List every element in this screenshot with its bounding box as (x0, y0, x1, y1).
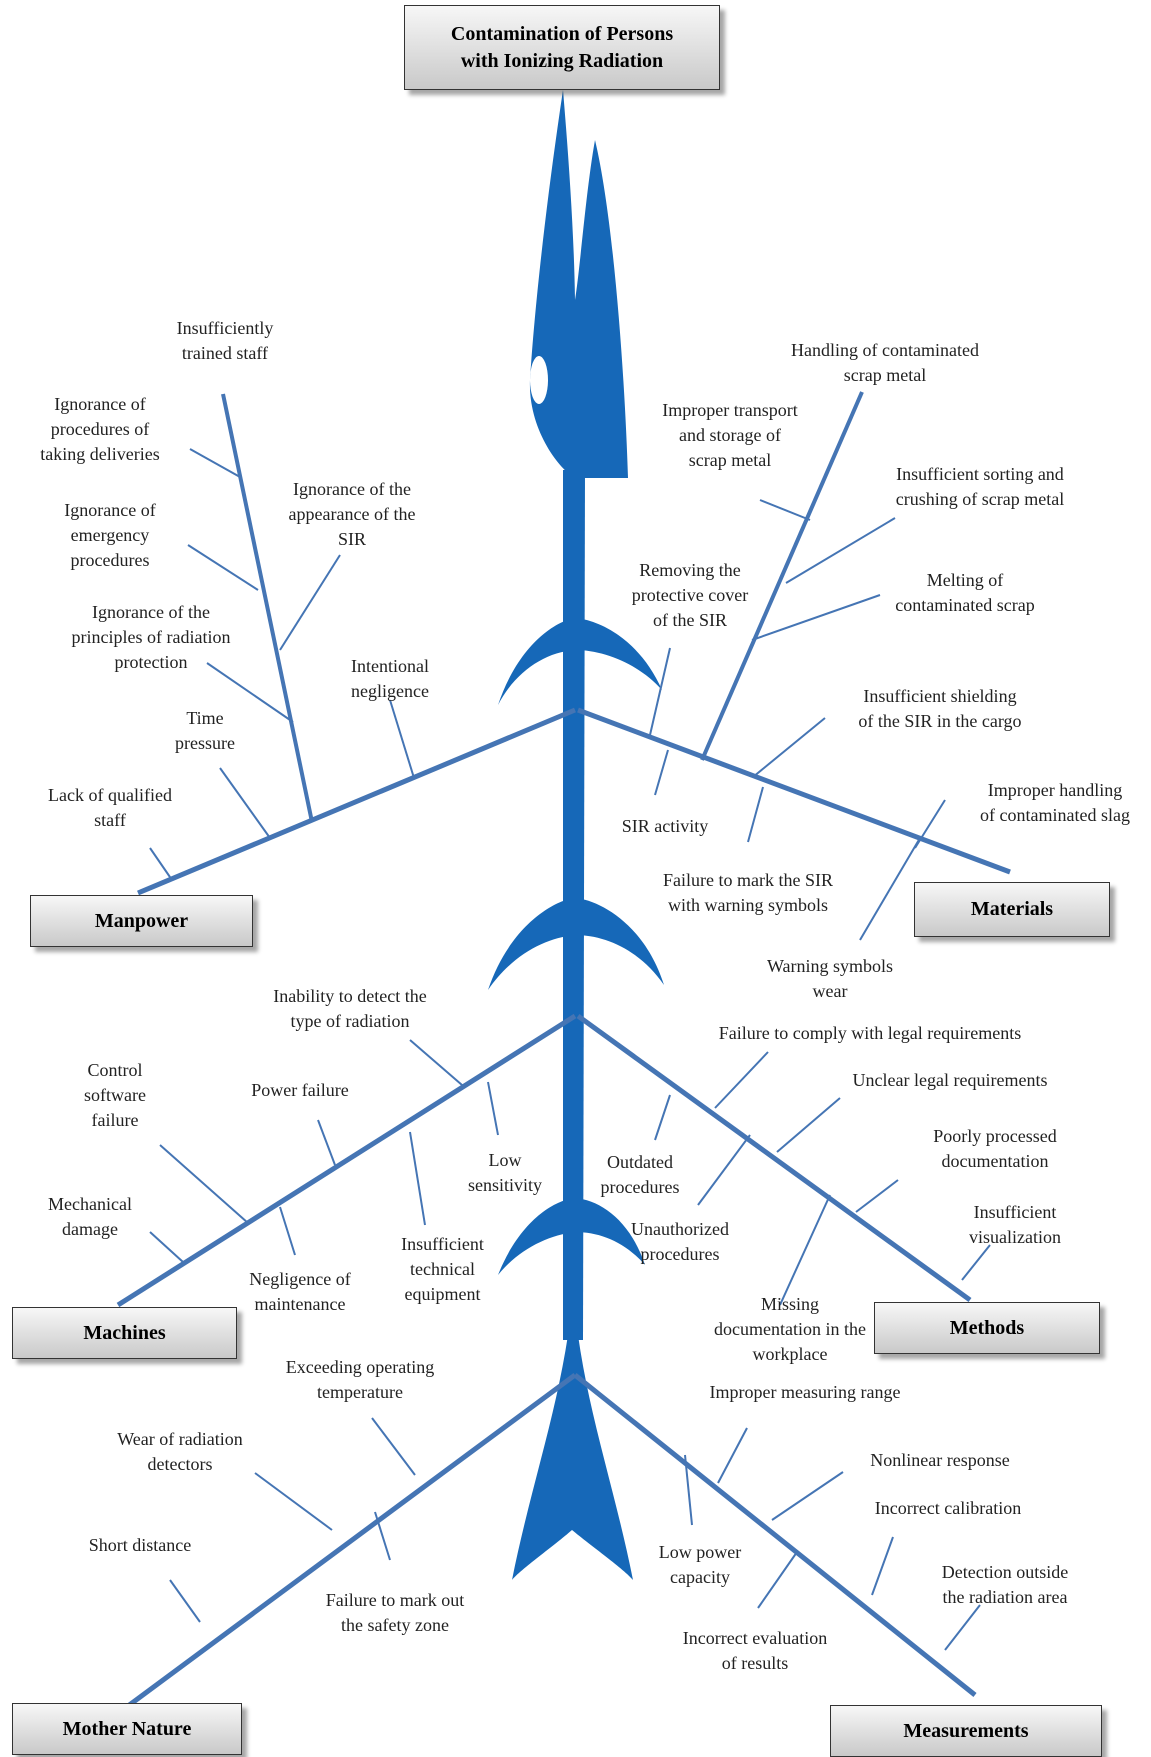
cause-insufficiently-trained: Insufficiently trained staff (176, 318, 274, 363)
fish-rib-3 (498, 1198, 645, 1275)
category-machines: Machines (12, 1307, 237, 1359)
cause-incorrect-calibration: Incorrect calibration (874, 1498, 1022, 1518)
cause-insufficient-visualization: Insufficient visualization (969, 1202, 1061, 1247)
cause-mechanical-damage: Mechanical damage (48, 1194, 132, 1239)
cause-insufficient-equipment: Insufficient technical equipment (401, 1234, 484, 1304)
manpower-bone (137, 707, 576, 896)
category-manpower: Manpower (30, 895, 253, 947)
cause-missing-documentation: Missing documentation in the workplace (714, 1294, 866, 1364)
materials-bone (577, 707, 1011, 875)
nature-bone (126, 1372, 577, 1709)
cause-insufficient-sorting: Insufficient sorting and crushing of scr… (895, 464, 1065, 509)
fish-tail (512, 1335, 633, 1580)
category-mother-nature: Mother Nature (12, 1703, 242, 1755)
problem-head-box: Contamination of Persons with Ionizing R… (404, 5, 720, 90)
cause-insufficient-shielding: Insufficient shielding of the SIR in the… (858, 686, 1022, 731)
cause-unauthorized: Unauthorized procedures (631, 1219, 729, 1264)
cause-improper-range: Improper measuring range (709, 1382, 901, 1402)
cause-failure-legal: Failure to comply with legal requirement… (718, 1023, 1022, 1043)
cause-short-distance: Short distance (88, 1535, 192, 1555)
cause-low-sensitivity: Low sensitivity (467, 1150, 542, 1195)
fish-skeleton (488, 90, 664, 1580)
cause-intentional-negligence: Intentional negligence (351, 656, 429, 701)
cause-ignorance-appearance: Ignorance of the appearance of the SIR (288, 479, 416, 549)
fish-eye (530, 356, 548, 404)
cause-removing-cover: Removing the protective cover of the SIR (631, 560, 749, 630)
manpower-sub-bone (221, 393, 314, 823)
cause-sir-activity: SIR activity (621, 816, 709, 836)
machines-bone (116, 1013, 577, 1308)
fishbone-lines (116, 391, 1011, 1709)
cause-control-software: Control software failure (84, 1060, 146, 1130)
cause-time-pressure: Time pressure (175, 708, 235, 753)
category-materials: Materials (914, 882, 1110, 937)
cause-warning-wear: Warning symbols wear (766, 956, 894, 1001)
cause-power-failure: Power failure (251, 1080, 349, 1100)
cause-nonlinear: Nonlinear response (870, 1450, 1010, 1470)
cause-detection-outside: Detection outside the radiation area (941, 1562, 1069, 1607)
cause-exceeding-temp: Exceeding operating temperature (285, 1357, 435, 1402)
cause-improper-transport: Improper transport and storage of scrap … (662, 400, 798, 470)
cause-improper-slag: Improper handling of contaminated slag (980, 780, 1130, 825)
category-measurements: Measurements (830, 1705, 1102, 1757)
cause-handling-scrap: Handling of contaminated scrap metal (791, 340, 979, 385)
fish-rib-2 (488, 898, 664, 990)
cause-failure-mark-sir: Failure to mark the SIR with warning sym… (663, 870, 833, 915)
cause-negligence-maintenance: Negligence of maintenance (249, 1269, 351, 1314)
cause-ignorance-principles: Ignorance of the principles of radiation… (71, 602, 231, 672)
category-methods: Methods (874, 1302, 1100, 1354)
cause-outdated: Outdated procedures (600, 1152, 680, 1197)
methods-bone (576, 1013, 972, 1303)
fish-head (529, 90, 628, 478)
cause-low-power: Low power capacity (658, 1542, 742, 1587)
cause-unclear-legal: Unclear legal requirements (852, 1070, 1048, 1090)
cause-melting: Melting of contaminated scrap (895, 570, 1035, 615)
cause-inability-detect: Inability to detect the type of radiatio… (273, 986, 427, 1031)
fish-rib-1 (498, 618, 662, 705)
materials-sub-bone (700, 391, 864, 761)
cause-incorrect-evaluation: Incorrect evaluation of results (682, 1628, 828, 1673)
cause-lack-qualified: Lack of qualified staff (48, 785, 172, 830)
cause-ignorance-deliveries: Ignorance of procedures of taking delive… (40, 394, 160, 464)
cause-ignorance-emergency: Ignorance of emergency procedures (64, 500, 156, 570)
cause-failure-safety-zone: Failure to mark out the safety zone (325, 1590, 465, 1635)
cause-poorly-processed: Poorly processed documentation (933, 1126, 1057, 1171)
cause-wear-detectors: Wear of radiation detectors (117, 1429, 243, 1474)
measurements-bone (573, 1373, 977, 1697)
